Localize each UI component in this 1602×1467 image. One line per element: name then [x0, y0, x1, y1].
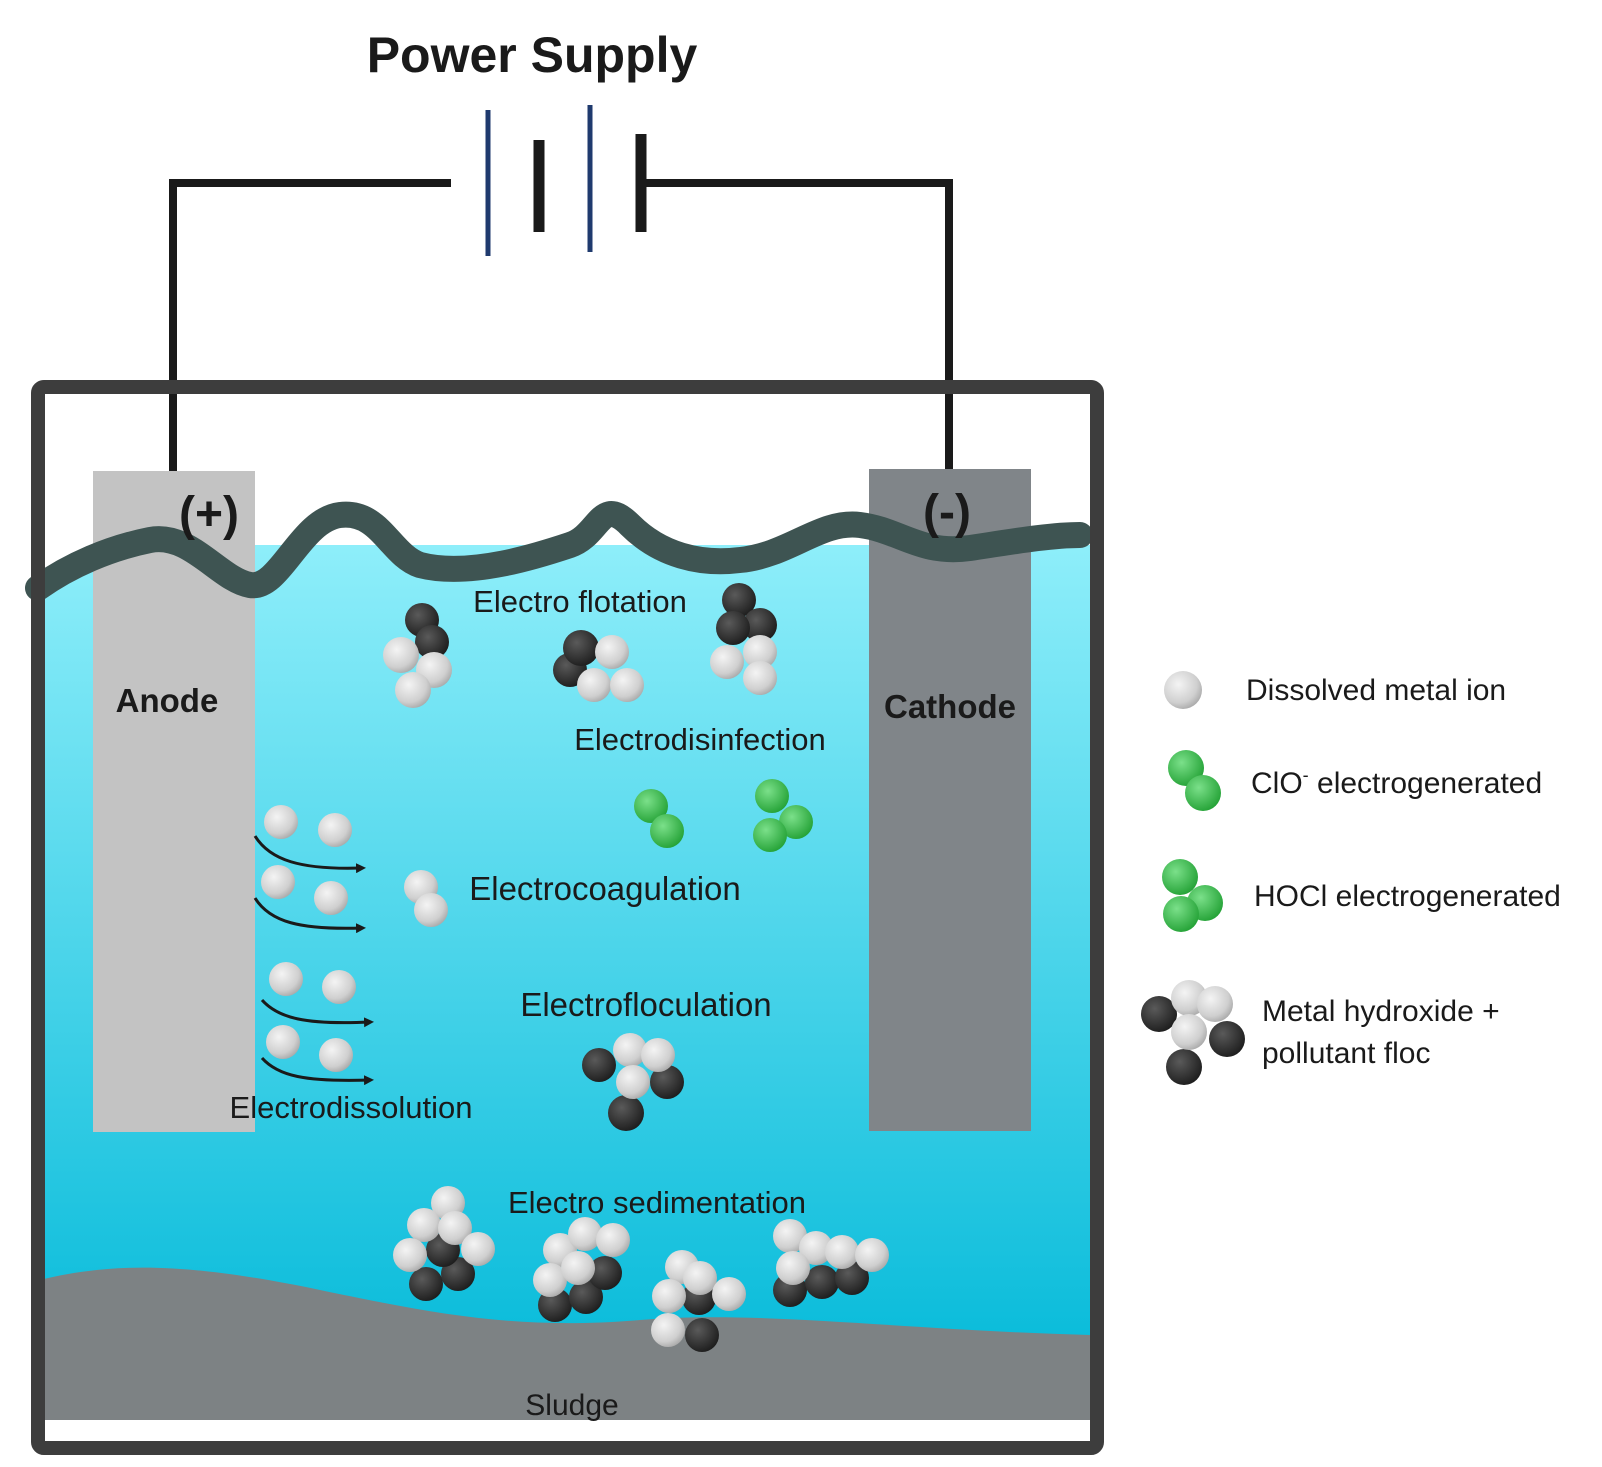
legend-floc-label-line2: pollutant floc — [1262, 1037, 1430, 1070]
legend: Dissolved metal ion ClO- electrogenerate… — [1141, 671, 1561, 1085]
floc-cluster — [383, 603, 452, 708]
floc-cluster — [533, 1217, 630, 1322]
water-surface — [25, 501, 1093, 601]
cathode-wire — [641, 179, 953, 475]
floc-cluster — [651, 1250, 746, 1352]
dissolution-arrows — [253, 835, 374, 1086]
floc-cluster — [553, 630, 644, 702]
floc-cluster — [773, 1219, 889, 1307]
electro-flotation-label: Electro flotation — [473, 584, 687, 619]
electrodisinfection-label: Electrodisinfection — [574, 722, 826, 757]
legend-hocl-label: HOCl electrogenerated — [1254, 880, 1561, 913]
metal-ion-group — [261, 805, 448, 1072]
legend-floc-label-line1: Metal hydroxide + — [1262, 995, 1500, 1028]
anode-label: Anode — [116, 682, 219, 719]
floc-cluster — [710, 583, 777, 695]
battery-symbol — [485, 105, 647, 256]
legend-metal-ion-label: Dissolved metal ion — [1246, 674, 1506, 707]
anode-sign: (+) — [179, 488, 239, 541]
electrocoagulation-label: Electrocoagulation — [469, 870, 741, 907]
floc-cluster — [393, 1186, 495, 1301]
electrofloculation-label: Electrofloculation — [520, 986, 771, 1023]
electro-sedimentation-label: Electro sedimentation — [508, 1185, 806, 1220]
electrodissolution-label: Electrodissolution — [230, 1090, 473, 1125]
cathode-electrode — [869, 469, 1031, 1131]
particle-layer — [261, 583, 889, 1352]
floc-cluster — [582, 1033, 684, 1131]
water — [40, 545, 1090, 1405]
tank — [31, 380, 1104, 1455]
clo-cluster — [634, 789, 684, 848]
cathode-label: Cathode — [884, 688, 1016, 725]
legend-floc-icon — [1141, 980, 1245, 1085]
anode-wire — [169, 179, 451, 475]
cathode-sign: (-) — [923, 486, 971, 539]
sludge-label: Sludge — [525, 1389, 618, 1422]
legend-clo-icon — [1168, 750, 1221, 811]
hocl-cluster — [753, 779, 813, 852]
legend-clo-label: ClO- electrogenerated — [1251, 765, 1542, 800]
sludge-layer — [40, 1267, 1090, 1420]
legend-hocl-icon — [1162, 859, 1223, 932]
power-supply-title: Power Supply — [367, 27, 698, 83]
legend-metal-ion-icon — [1164, 671, 1202, 709]
